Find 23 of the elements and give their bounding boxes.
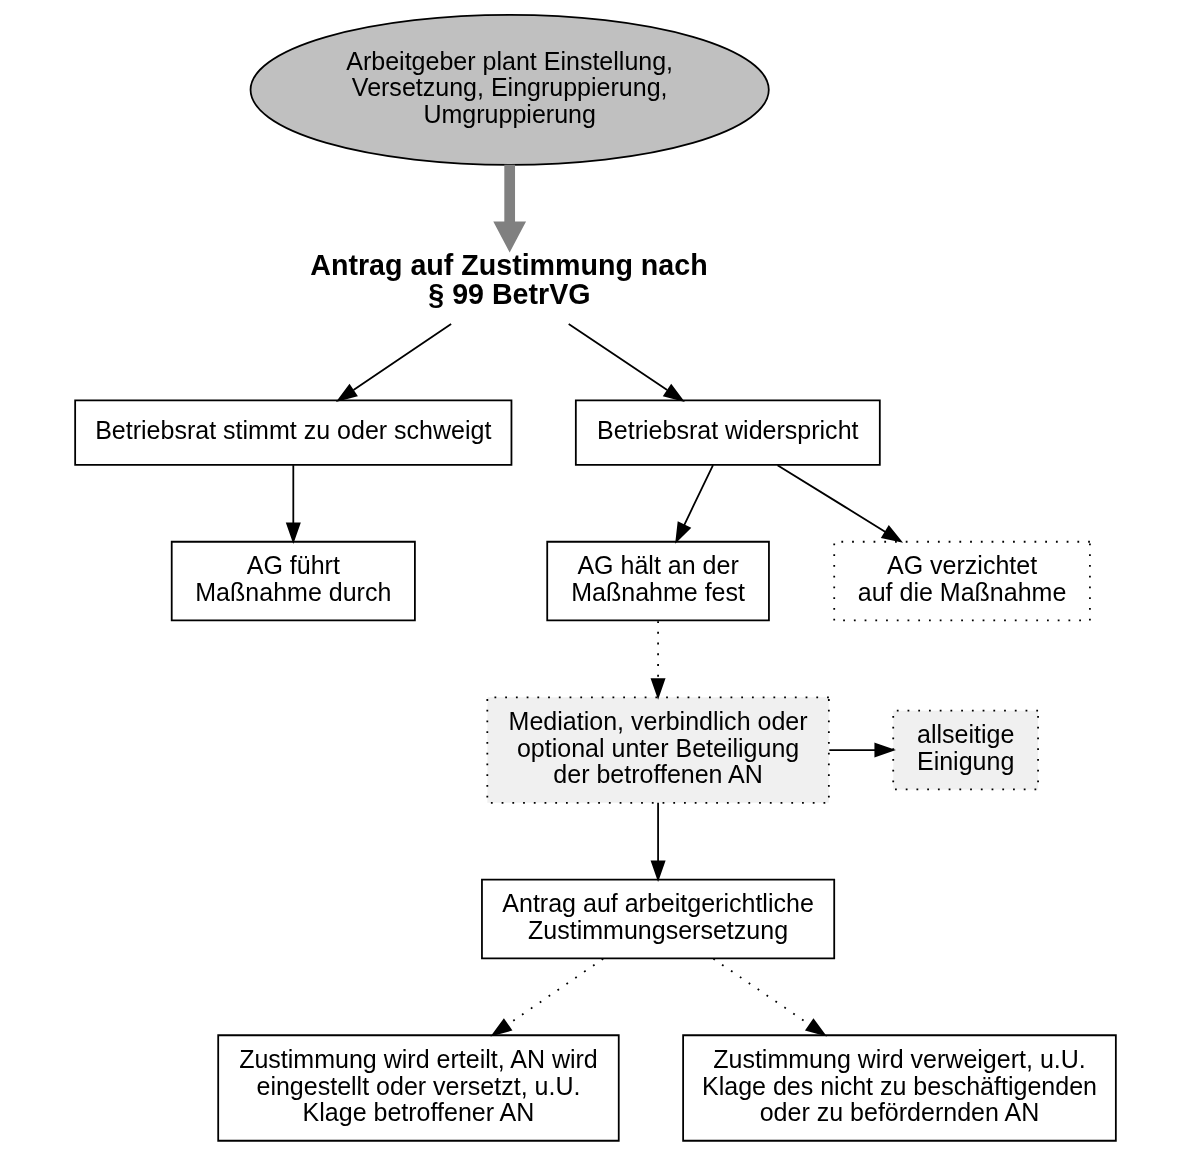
node-box: Zustimmung wird erteilt, AN wird eingestellt oder versetzt, u.U. Klage betroffener AN: [217, 1034, 620, 1142]
node-box: Zustimmung wird verweigert, u.U. Klage des nicht zu beschäftigenden oder zu befördernden AN: [682, 1034, 1117, 1142]
arrow: [650, 620, 666, 700]
node-box: Betriebsrat widerspricht: [574, 399, 881, 466]
node-box: Betriebsrat stimmt zu oder schweigt: [74, 399, 513, 466]
node-box: Antrag auf arbeitgerichtliche Zustimmungsersetzung: [481, 878, 836, 960]
arrow: [285, 464, 301, 545]
arrow: [650, 801, 666, 882]
arrow: [490, 957, 604, 1037]
node-box: Mediation, verbindlich oder optional unter Beteiligung der betroffenen AN: [486, 696, 830, 804]
arrow: [675, 464, 714, 544]
arrow: [493, 164, 527, 253]
arrow: [567, 323, 685, 402]
arrow: [828, 742, 896, 758]
arrow: [712, 957, 827, 1037]
node-box: allseitige Einigung: [892, 709, 1039, 791]
node-text: Antrag auf Zustimmung nach § 99 BetrVG: [310, 248, 708, 310]
node-box: AG hält an der Maßnahme fest: [546, 540, 770, 622]
node-box: AG führt Maßnahme durch: [170, 540, 416, 622]
node-box: AG verzichtet auf die Maßnahme: [833, 540, 1091, 622]
arrow: [335, 323, 453, 402]
node-ellipse: Arbeitgeber plant Einstellung, Versetzung, Eingruppierung, Umgruppierung: [249, 13, 770, 166]
arrow: [776, 464, 904, 543]
